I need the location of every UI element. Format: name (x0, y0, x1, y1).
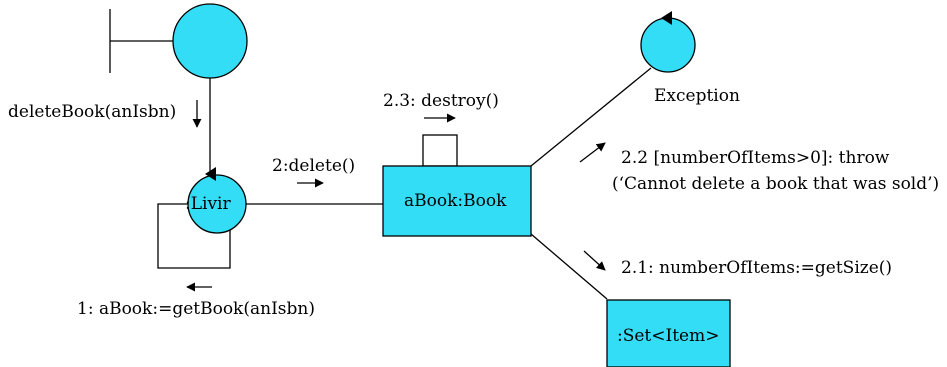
delete-book-message: deleteBook(anIsbn) (8, 102, 177, 122)
livir-control-arrow-icon (205, 167, 216, 181)
set-label: :Set<Item> (617, 326, 720, 346)
livir-control-circle (187, 174, 247, 234)
get-book-message: 1: aBook:=getBook(anIsbn) (77, 299, 315, 319)
delete-message: 2:delete() (272, 156, 356, 176)
livir-label: :Livir (185, 194, 231, 214)
abook-self-link (422, 134, 458, 167)
livir-self-link (157, 203, 231, 269)
get-size-message: 2.1: numberOfItems:=getSize() (621, 258, 893, 278)
throw-message-line1: 2.2 [numberOfItems>0]: throw (621, 148, 890, 168)
exception-control-circle (640, 17, 696, 73)
abook-label: aBook:Book (404, 191, 507, 211)
destroy-message: 2.3: destroy() (383, 91, 499, 111)
exception-label: Exception (654, 86, 740, 106)
throw-arrow-icon (579, 142, 606, 163)
abook-to-exception-link (530, 67, 652, 167)
exception-control-arrow-icon (661, 11, 672, 25)
boundary-circle (172, 3, 248, 79)
get-size-arrow-icon (583, 250, 606, 271)
throw-message-line2: (‘Cannot delete a book that was sold’) (612, 174, 940, 194)
abook-box (382, 165, 532, 237)
set-box (606, 299, 731, 367)
abook-to-set-link (530, 233, 608, 300)
